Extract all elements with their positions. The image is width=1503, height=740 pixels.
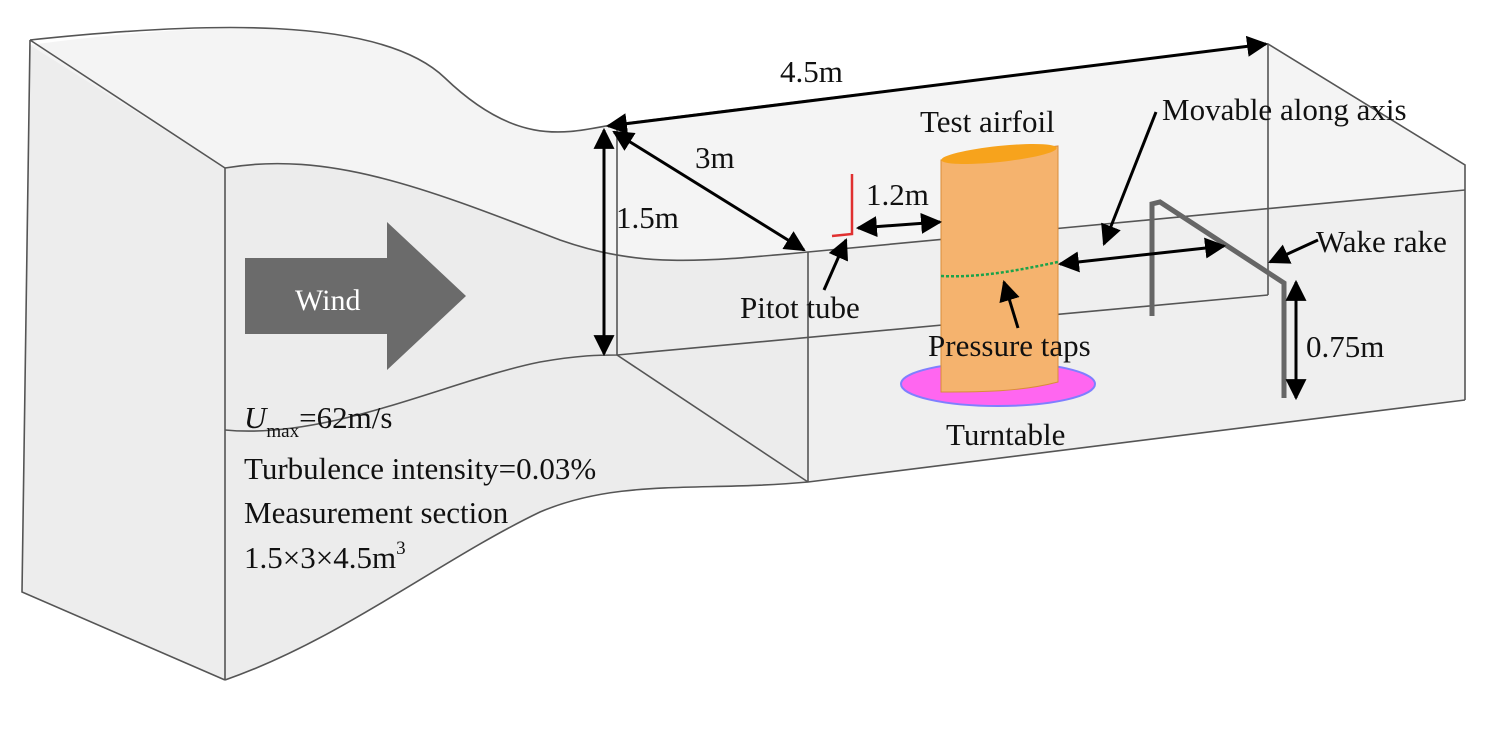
- tunnel-edge-floor-front: [224, 399, 1466, 681]
- pitot-tube: [831, 174, 854, 238]
- tunnel-inlet-face: [22, 45, 225, 680]
- dim-width-label: 3m: [695, 140, 735, 175]
- leader-wake-rake: [1268, 238, 1319, 264]
- wind-label: Wind: [295, 284, 360, 317]
- test-airfoil-body: [940, 145, 1059, 393]
- tunnel-edge-inlet: [21, 39, 226, 681]
- movable-label: Movable along axis: [1162, 92, 1407, 127]
- pressure-taps-line: [940, 260, 1059, 278]
- spec-block: Umax=62m/s Turbulence intensity=0.03% Me…: [244, 400, 596, 575]
- leader-movable: [1101, 111, 1158, 246]
- wake-rake-label: Wake rake: [1316, 224, 1447, 259]
- dim-height-label: 1.5m: [616, 200, 679, 235]
- pressure-taps-label: Pressure taps: [928, 328, 1091, 363]
- dim-pitot-gap-arrow: [855, 212, 943, 238]
- leader-pressure-taps: [999, 279, 1020, 329]
- test-airfoil-label: Test airfoil: [920, 104, 1055, 139]
- spec-section-dims: 1.5×3×4.5m3: [244, 538, 406, 575]
- dim-length-arrow: [605, 35, 1269, 135]
- spec-section-dims-exponent: 3: [396, 538, 406, 559]
- pitot-tube-label: Pitot tube: [740, 290, 860, 325]
- dim-length-label: 4.5m: [780, 54, 843, 89]
- test-airfoil-top: [941, 143, 1057, 165]
- spec-velocity-symbol: U: [244, 400, 269, 435]
- spec-section-title: Measurement section: [244, 495, 509, 530]
- spec-velocity: Umax=62m/s: [244, 400, 392, 442]
- test-airfoil-assembly: [900, 143, 1096, 407]
- wind-arrow: Wind: [245, 222, 466, 370]
- turntable-label: Turntable: [946, 417, 1065, 452]
- spec-velocity-subscript: max: [266, 421, 299, 442]
- dim-movable-arrow: [1057, 237, 1227, 273]
- spec-velocity-value: =62m/s: [299, 400, 392, 435]
- dim-rake-height-label: 0.75m: [1306, 329, 1384, 364]
- wind-arrow-shape: [245, 222, 466, 370]
- spec-turbulence: Turbulence intensity=0.03%: [244, 451, 596, 486]
- spec-section-dims-value: 1.5×3×4.5m: [244, 540, 396, 575]
- dim-width-arrow: [612, 130, 806, 252]
- leader-pitot: [822, 238, 848, 291]
- tunnel-edge-top-rear: [29, 26, 1466, 400]
- dim-pitot-gap-label: 1.2m: [866, 177, 929, 212]
- tunnel-edge-top-front: [224, 162, 1466, 262]
